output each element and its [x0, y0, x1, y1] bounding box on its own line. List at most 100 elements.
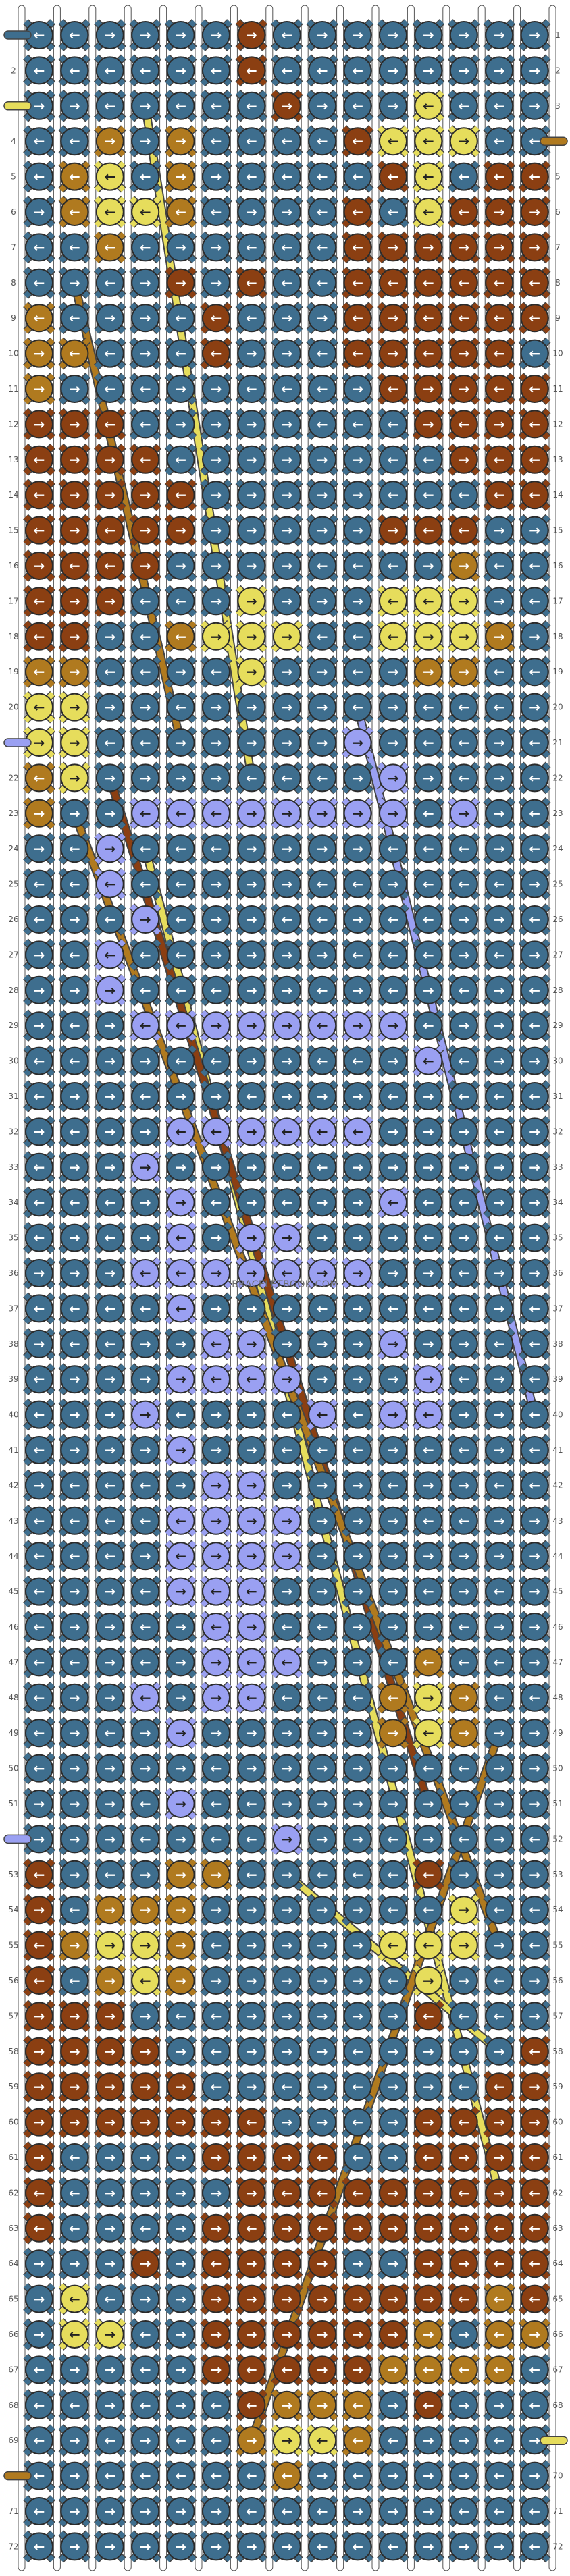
long-thread-brown: [107, 774, 432, 1807]
left-arrow-icon: ←: [69, 169, 80, 185]
right-arrow-icon: →: [69, 275, 80, 291]
knot-teal: ←: [95, 268, 124, 297]
knot-teal: ←: [449, 481, 478, 510]
left-arrow-icon: ←: [140, 169, 151, 185]
right-arrow-icon: →: [175, 416, 186, 432]
right-arrow-icon: →: [34, 416, 45, 432]
left-arrow-icon: ←: [494, 381, 505, 397]
knot-teal: →: [202, 233, 230, 262]
knot-brown: →: [60, 410, 89, 439]
left-arrow-icon: ←: [352, 204, 363, 220]
knot-teal: →: [308, 91, 337, 120]
right-arrow-icon: →: [246, 27, 257, 43]
left-arrow-icon: ←: [529, 487, 540, 503]
left-arrow-icon: ←: [423, 310, 434, 326]
right-arrow-icon: →: [104, 133, 115, 149]
knot-teal: →: [202, 481, 230, 510]
right-arrow-icon: →: [140, 275, 151, 291]
left-arrow-icon: ←: [388, 204, 399, 220]
right-arrow-icon: →: [104, 487, 115, 503]
left-arrow-icon: ←: [211, 204, 222, 220]
knot-teal: →: [131, 339, 160, 368]
knot-ochre: →: [166, 162, 195, 191]
knot-brown: ←: [520, 445, 549, 474]
right-arrow-icon: →: [175, 239, 186, 255]
left-arrow-icon: ←: [529, 346, 540, 362]
knot-brown: →: [166, 516, 195, 545]
left-arrow-icon: ←: [494, 169, 505, 185]
right-arrow-icon: →: [140, 27, 151, 43]
knot-brown: →: [520, 233, 549, 262]
knot-brown: →: [237, 21, 266, 49]
left-arrow-icon: ←: [246, 133, 257, 149]
string-guide: [442, 5, 450, 2571]
left-arrow-icon: ←: [140, 452, 151, 468]
knot-brown: ←: [485, 162, 514, 191]
right-arrow-icon: →: [458, 239, 469, 255]
knot-teal: →: [308, 21, 337, 49]
left-arrow-icon: ←: [104, 522, 115, 539]
knot-brown: ←: [166, 481, 195, 510]
left-arrow-icon: ←: [352, 98, 363, 114]
knot-ochre: ←: [60, 162, 89, 191]
knot-teal: ←: [343, 91, 372, 120]
left-arrow-icon: ←: [34, 487, 45, 503]
right-arrow-icon: →: [388, 310, 399, 326]
right-arrow-icon: →: [494, 416, 505, 432]
left-arrow-icon: ←: [104, 62, 115, 78]
left-arrow-icon: ←: [69, 204, 80, 220]
knot-brown: →: [166, 268, 195, 297]
knot-brown: →: [60, 481, 89, 510]
left-arrow-icon: ←: [211, 346, 222, 362]
left-arrow-icon: ←: [529, 133, 540, 149]
knot-teal: →: [485, 21, 514, 49]
right-arrow-icon: →: [494, 204, 505, 220]
left-arrow-icon: ←: [246, 98, 257, 114]
knot-teal: ←: [202, 91, 230, 120]
right-arrow-icon: →: [211, 239, 222, 255]
right-arrow-icon: →: [423, 239, 434, 255]
knot-yellow: ←: [95, 162, 124, 191]
left-arrow-icon: ←: [494, 133, 505, 149]
knot-teal: →: [131, 127, 160, 156]
left-arrow-icon: ←: [281, 169, 292, 185]
right-arrow-icon: →: [529, 27, 540, 43]
right-arrow-icon: →: [69, 522, 80, 539]
right-arrow-icon: →: [352, 381, 363, 397]
right-arrow-icon: →: [281, 487, 292, 503]
right-arrow-icon: →: [34, 346, 45, 362]
left-arrow-icon: ←: [423, 204, 434, 220]
knot-teal: ←: [343, 56, 372, 85]
left-arrow-icon: ←: [104, 169, 115, 185]
left-arrow-icon: ←: [458, 416, 469, 432]
knot-teal: ←: [131, 375, 160, 403]
left-arrow-icon: ←: [423, 169, 434, 185]
right-arrow-icon: →: [388, 98, 399, 114]
knot-brown: →: [95, 481, 124, 510]
left-arrow-icon: ←: [34, 239, 45, 255]
knot-brown: ←: [520, 304, 549, 333]
left-arrow-icon: ←: [317, 416, 328, 432]
knot-teal: ←: [237, 233, 266, 262]
knot-brown: ←: [520, 410, 549, 439]
knot-teal: ←: [131, 410, 160, 439]
right-arrow-icon: →: [246, 204, 257, 220]
right-arrow-icon: →: [34, 98, 45, 114]
right-arrow-icon: →: [317, 487, 328, 503]
knot-brown: →: [379, 339, 407, 368]
long-thread-ochre: [71, 279, 184, 746]
knot-brown: →: [25, 410, 53, 439]
left-arrow-icon: ←: [494, 487, 505, 503]
left-arrow-icon: ←: [352, 346, 363, 362]
left-arrow-icon: ←: [246, 310, 257, 326]
right-arrow-icon: →: [458, 27, 469, 43]
knot-brown: ←: [449, 410, 478, 439]
right-arrow-icon: →: [140, 98, 151, 114]
string-guide: [548, 5, 556, 2571]
left-arrow-icon: ←: [175, 98, 186, 114]
right-arrow-icon: →: [175, 133, 186, 149]
knot-teal: ←: [60, 127, 89, 156]
knot-teal: ←: [308, 268, 337, 297]
left-arrow-icon: ←: [388, 381, 399, 397]
